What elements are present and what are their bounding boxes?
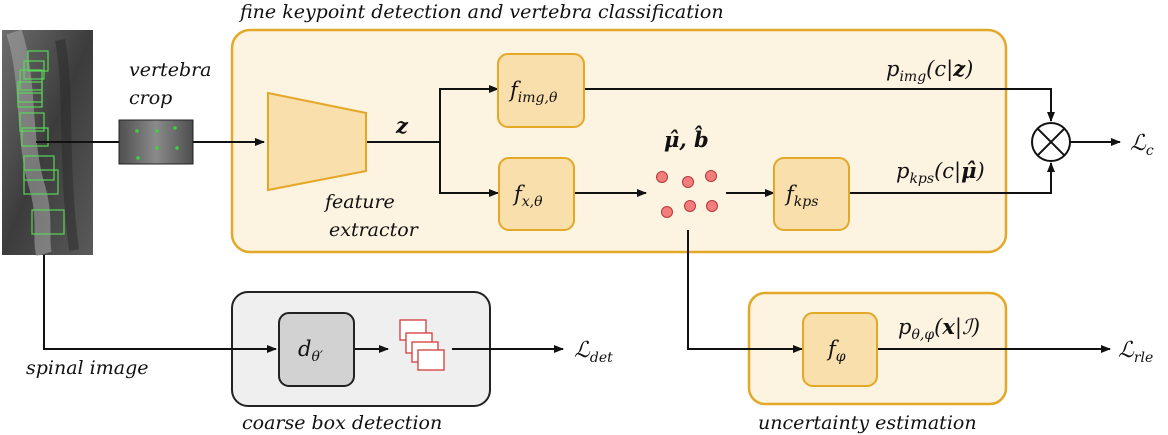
loss-det-label: ℒdet — [574, 338, 613, 366]
d-theta-block — [278, 312, 355, 387]
spinal-xray-image — [2, 29, 93, 257]
vertebra-crop-image — [118, 119, 194, 165]
f-kps-block — [773, 157, 850, 231]
keypoint-cluster — [656, 170, 718, 218]
wire-keypoints-to-fphi — [687, 230, 803, 353]
loss-rle-label: ℒrle — [1118, 338, 1153, 366]
feature-extractor-block — [267, 91, 367, 192]
f-img-label: fimg,θ — [508, 78, 558, 106]
coarse-detection-caption: coarse box detection — [242, 412, 442, 434]
f-x-label: fx,θ — [512, 182, 543, 210]
p-img-label: pimg(c|z) — [886, 56, 973, 85]
vertebra-crop-label-2: crop — [129, 87, 172, 109]
f-phi-block — [802, 312, 878, 387]
spinal-image-label: spinal image — [26, 357, 149, 379]
f-phi-label: fφ — [826, 337, 846, 365]
wire-fkps-to-otimes — [849, 162, 1055, 194]
mu-b-label: μ̂, b̂ — [664, 126, 709, 152]
uncertainty-caption: uncertainty estimation — [758, 412, 977, 434]
product-otimes-node — [1031, 122, 1071, 162]
p-rle-label: pθ,φ(x|ℐ) — [898, 314, 980, 343]
f-kps-label: fkps — [784, 182, 818, 210]
wire-z-to-fx — [439, 142, 499, 197]
wire-xray-to-detector — [43, 255, 277, 353]
f-img-block — [497, 53, 585, 128]
f-x-block — [498, 157, 575, 231]
d-theta-label: dθ′ — [298, 337, 324, 365]
vertebra-crop-label-1: vertebra — [129, 59, 212, 81]
feature-extractor-label-1: feature — [323, 191, 395, 213]
feature-extractor-label-2: extractor — [329, 219, 420, 241]
loss-c-label: ℒc — [1130, 131, 1154, 159]
fine-keypoint-panel-caption: fine keypoint detection and vertebra cla… — [238, 1, 724, 23]
z-label: z — [395, 113, 409, 138]
predicted-boxes — [399, 319, 445, 371]
p-kps-label: pkps(c|μ̂) — [896, 158, 985, 187]
wire-fimg-to-otimes — [584, 88, 1055, 122]
wire-z-to-fimg — [366, 85, 499, 143]
